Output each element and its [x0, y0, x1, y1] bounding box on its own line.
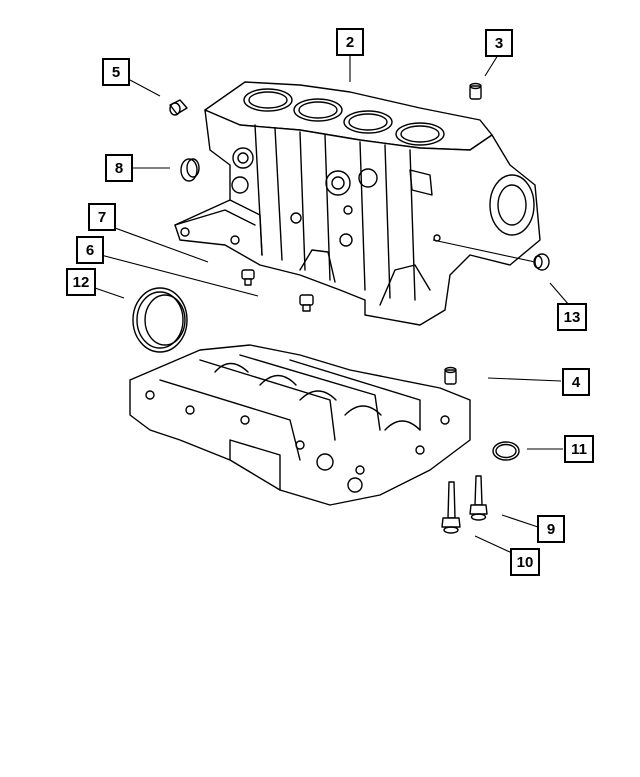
- callout-4: 4: [562, 368, 590, 396]
- leader-lines: [94, 54, 570, 554]
- plug-seal: [180, 158, 200, 182]
- cup-plug: [169, 99, 188, 116]
- callout-3: 3: [485, 29, 513, 57]
- callout-8: 8: [105, 154, 133, 182]
- callout-6: 6: [76, 236, 104, 264]
- dowel-pin-bedplate: [444, 366, 457, 385]
- callout-10: 10: [510, 548, 540, 576]
- bedplate-bolt-short: [441, 481, 461, 534]
- callout-13: 13: [557, 303, 587, 331]
- callout-12: 12: [66, 268, 96, 296]
- cylinder-block: [174, 81, 541, 326]
- callout-7: 7: [88, 203, 116, 231]
- drain-plug-right: [299, 294, 314, 312]
- bedplate-bolt-long: [469, 475, 488, 521]
- rear-main-seal: [132, 287, 188, 353]
- side-plug: [533, 253, 550, 271]
- bedplate: [129, 344, 471, 506]
- drain-plug-left: [241, 269, 255, 286]
- dowel-pin-top: [469, 82, 482, 100]
- callout-2: 2: [336, 28, 364, 56]
- callout-5: 5: [102, 58, 130, 86]
- callout-9: 9: [537, 515, 565, 543]
- o-ring: [492, 441, 520, 461]
- callout-11: 11: [564, 435, 594, 463]
